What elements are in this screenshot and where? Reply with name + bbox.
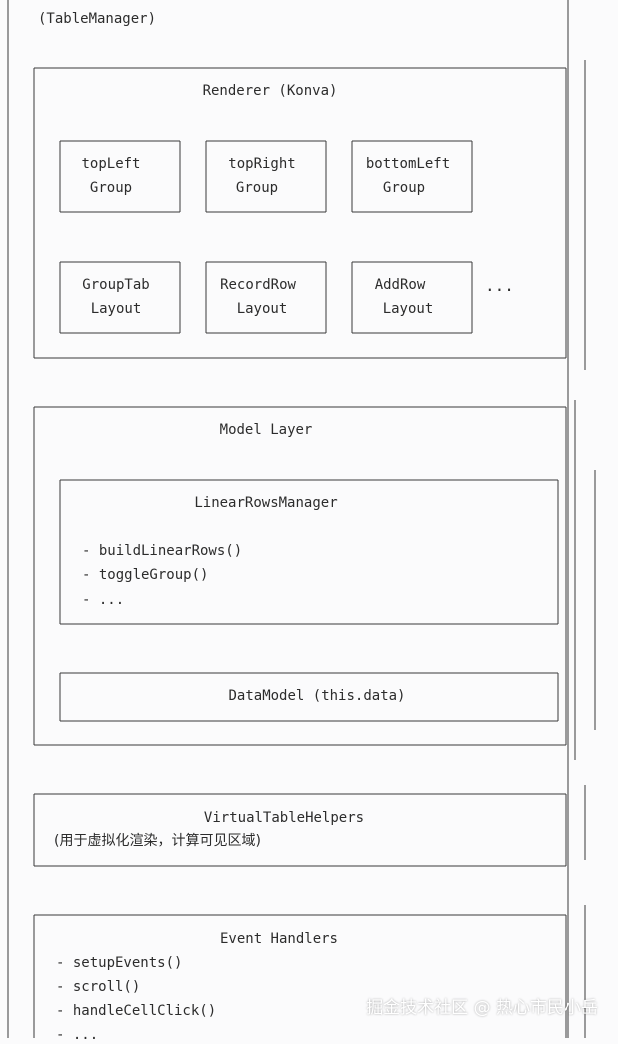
group-line2: Group — [382, 180, 426, 196]
group-line1: topRight — [228, 156, 296, 172]
renderer-title: Renderer (Konva) — [202, 83, 338, 99]
virtual-helpers-title: VirtualTableHelpers — [203, 810, 365, 826]
layout-line2: Layout — [382, 301, 434, 317]
virtual-helpers-note: (用于虚拟化渲染，计算可见区域) — [54, 833, 261, 849]
group-line2: Group — [235, 180, 279, 196]
group-line1: bottomLeft — [365, 156, 451, 172]
group-line1: topLeft — [81, 156, 141, 172]
group-line2: Group — [89, 180, 133, 196]
layout-line2: Layout — [236, 301, 288, 317]
model-layer-title: Model Layer — [219, 422, 313, 438]
linear-method: - ... — [82, 592, 125, 608]
layout-line1: RecordRow — [220, 277, 296, 293]
event-method: - scroll() — [56, 979, 141, 995]
linear-method: - buildLinearRows() — [82, 543, 243, 559]
linear-rows-manager-title: LinearRowsManager — [194, 495, 338, 511]
layout-line1: AddRow — [374, 277, 426, 293]
layout-line2: Layout — [90, 301, 142, 317]
event-handlers-title: Event Handlers — [219, 931, 338, 947]
event-method: - ... — [56, 1027, 99, 1043]
watermark: 掘金技术社区 @ 热心市民小岳 — [366, 998, 598, 1018]
layout-line1: GroupTab — [82, 277, 150, 293]
outer-title: (TableManager) — [38, 11, 157, 27]
datamodel-title: DataModel (this.data) — [228, 688, 406, 704]
event-method: - handleCellClick() — [56, 1003, 217, 1019]
event-method: - setupEvents() — [56, 955, 183, 971]
linear-method: - toggleGroup() — [82, 567, 209, 583]
renderer-more: ... — [485, 276, 514, 295]
